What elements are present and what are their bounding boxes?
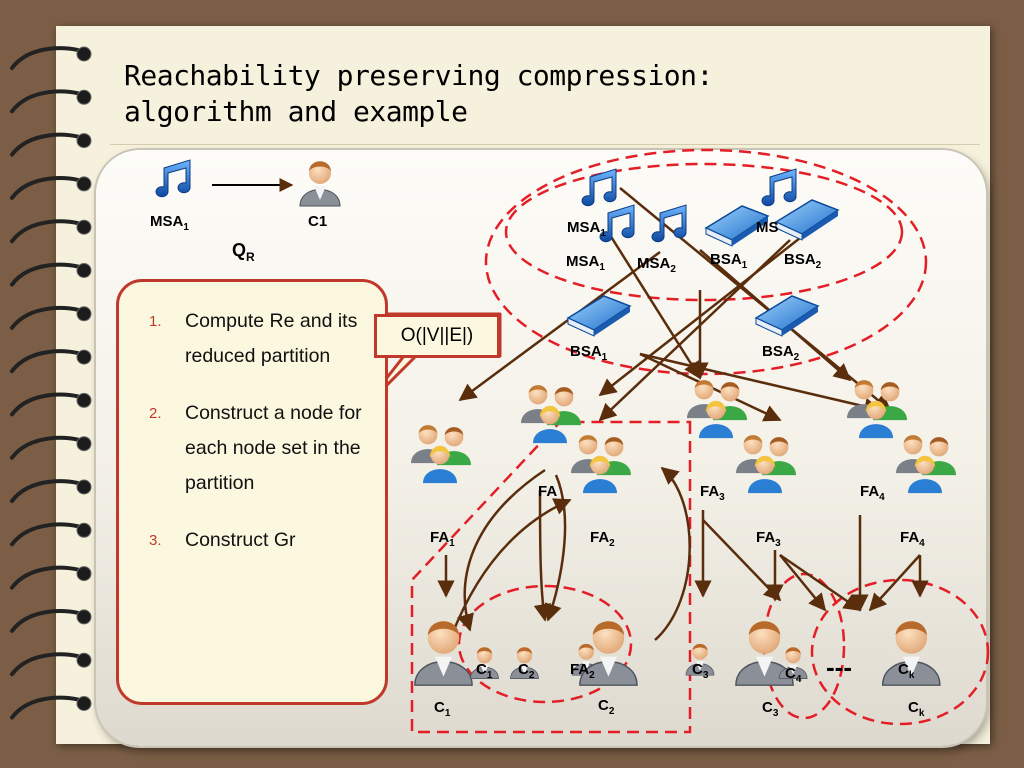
binding-hole	[76, 566, 92, 582]
label-bsa2: BSA2	[762, 343, 800, 363]
step-item: Construct Gr	[149, 523, 296, 558]
music-note-icon	[581, 168, 617, 207]
label-fa3-b: FA3	[756, 529, 781, 549]
binding-hole	[76, 522, 92, 538]
person-group-icon	[896, 435, 956, 494]
binding-hole	[76, 176, 92, 192]
c2-partition	[457, 584, 633, 704]
person-group-icon	[736, 435, 796, 494]
label-c1-small: C1	[476, 661, 493, 681]
binding-hole	[76, 609, 92, 625]
label-msa2: MSA2	[637, 255, 676, 275]
label-ck-b: Ck	[908, 699, 925, 719]
binding-hole	[76, 263, 92, 278]
label-bsa1-top: BSA1	[710, 251, 748, 271]
music-note-icon	[155, 159, 191, 198]
complexity-callout: O(|V||E|)	[374, 314, 500, 358]
spiral-binding	[10, 46, 92, 720]
person-icon	[414, 620, 473, 686]
label-fa2: FA2	[590, 529, 615, 549]
label-c2: C2	[598, 697, 615, 717]
label-fa2-small: FA2	[570, 661, 595, 681]
steps-list: Compute Re and its reduced partition Con…	[149, 304, 367, 558]
binding-hole	[76, 349, 92, 365]
label-fa3-a: FA3	[700, 483, 725, 503]
binding-hole	[76, 696, 92, 711]
label-c3-a: C3	[692, 661, 709, 681]
title-line-2: algorithm and example	[124, 95, 468, 128]
slide-title: Reachability preserving compression: alg…	[124, 58, 713, 130]
binding-hole	[76, 652, 92, 668]
label-bsa2-top: BSA2	[784, 251, 822, 271]
binding-hole	[76, 89, 92, 105]
label-msa1: MSA1	[566, 253, 605, 273]
music-note-icon	[651, 204, 687, 243]
label-c3-b: C3	[762, 699, 779, 719]
title-divider	[110, 144, 980, 145]
label-c1: C1	[434, 699, 451, 719]
label-c4: C4	[785, 665, 802, 685]
label-fa4-b: FA4	[900, 529, 925, 549]
label-bsa1: BSA1	[570, 343, 608, 363]
fa2-partition	[410, 420, 692, 734]
binding-hole	[76, 219, 92, 235]
label-msa1-back: MSA1	[567, 219, 606, 239]
person-group-icon	[521, 385, 581, 444]
person-group-icon	[847, 380, 907, 439]
title-line-1: Reachability preserving compression:	[124, 59, 713, 92]
label-fa4-a: FA4	[860, 483, 885, 503]
binding-hole	[76, 46, 92, 62]
person-icon	[299, 160, 341, 207]
query-name: QR	[232, 240, 255, 264]
top-partition-ellipse-outer	[484, 148, 928, 376]
binding-hole	[76, 392, 92, 408]
top-partition-ellipse-inner	[504, 162, 904, 302]
step-item: Construct a node for each node set in th…	[149, 396, 362, 494]
person-group-icon	[571, 435, 631, 494]
binding-hole	[76, 133, 92, 149]
book-icon	[775, 199, 839, 241]
steps-box: Compute Re and its reduced partition Con…	[116, 279, 388, 705]
label-fa-mid: FA	[538, 483, 557, 500]
person-group-icon	[687, 380, 747, 439]
query-source-label: MSA1	[150, 213, 189, 233]
ck-partition	[810, 578, 990, 726]
music-note-icon	[761, 168, 797, 207]
label-fa1: FA1	[430, 529, 455, 549]
node-labels: MSA1 MS MSA1 MSA2 BSA1 BSA2 BSA1 BSA2 FA…	[430, 219, 925, 719]
label-ck-a: Ck	[898, 661, 915, 681]
step-item: Compute Re and its reduced partition	[149, 304, 358, 367]
book-icon	[755, 295, 819, 337]
binding-hole	[76, 436, 92, 452]
label-c2-small: C2	[518, 661, 535, 681]
book-icon	[567, 295, 631, 337]
label-ms-back: MS	[756, 219, 779, 236]
person-group-icon	[411, 425, 471, 484]
ellipsis-label: ---	[826, 652, 852, 682]
binding-hole	[76, 306, 92, 322]
binding-hole	[76, 479, 92, 495]
query-target-label: C1	[308, 213, 327, 230]
